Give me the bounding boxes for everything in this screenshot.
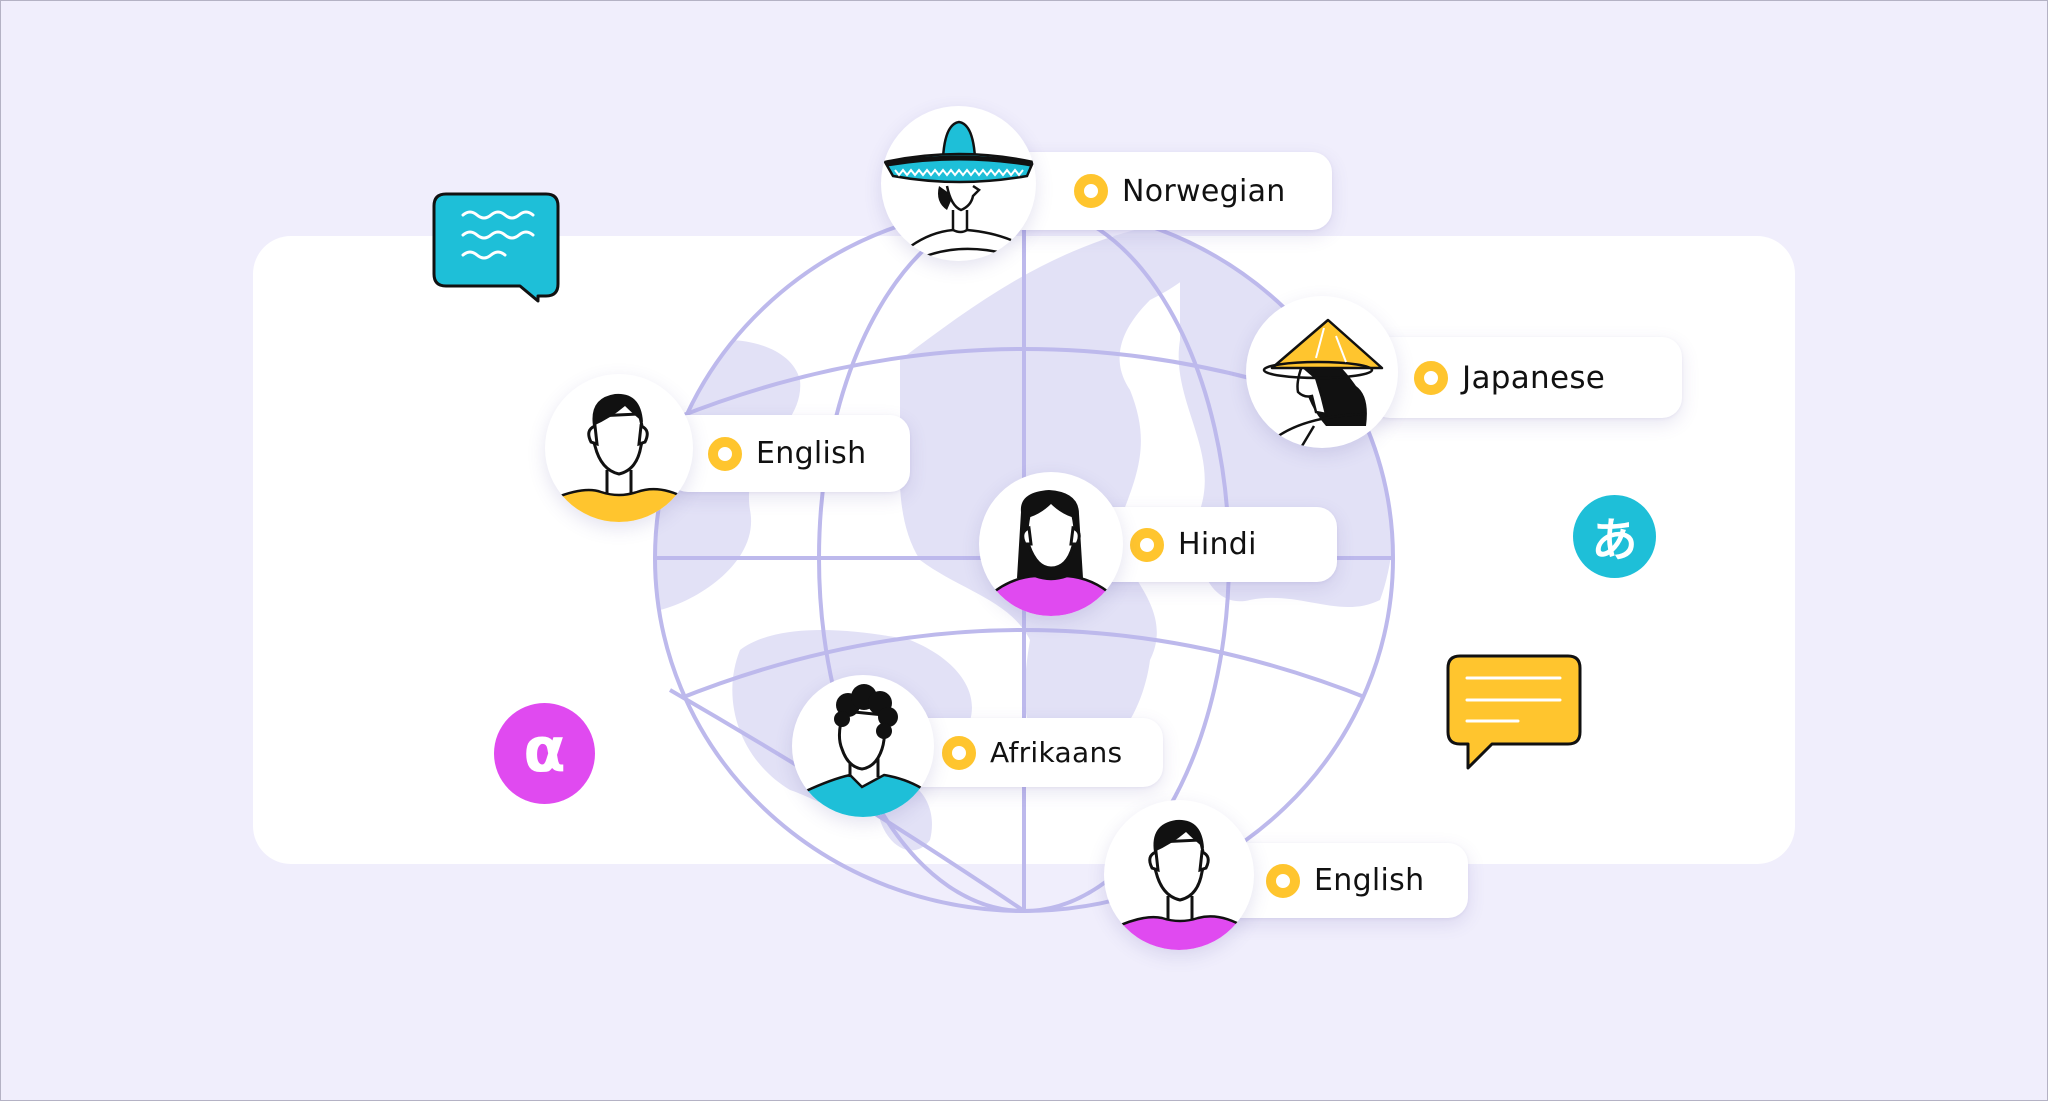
language-tag-japanese: Japanese — [1370, 337, 1682, 418]
person-icon — [553, 393, 687, 522]
alpha-badge: α — [494, 703, 595, 804]
language-label: English — [1314, 863, 1425, 898]
person-icon — [1112, 819, 1248, 950]
status-dot — [1074, 174, 1108, 208]
language-label: English — [756, 436, 867, 471]
chat-bubble-icon — [432, 192, 560, 303]
status-dot — [1414, 360, 1448, 395]
person-sombrero-icon — [883, 120, 1035, 260]
alpha-icon: α — [523, 713, 566, 786]
language-tag-afrikaans: Afrikaans — [900, 718, 1163, 787]
person-conical-hat-icon — [1262, 318, 1384, 447]
person-curly-hair-icon — [804, 684, 928, 817]
avatar-japanese — [1246, 296, 1398, 448]
status-dot — [1130, 527, 1164, 562]
status-dot — [708, 436, 742, 471]
language-tag-hindi: Hindi — [1090, 507, 1337, 582]
status-dot — [1266, 863, 1300, 898]
language-label: Norwegian — [1122, 173, 1286, 209]
language-label: Afrikaans — [990, 736, 1123, 769]
language-label: Hindi — [1178, 527, 1257, 562]
hiragana-icon: あ — [1591, 512, 1638, 567]
avatar-afrikaans — [792, 675, 934, 817]
status-dot — [942, 735, 976, 770]
language-tag-norwegian: Norwegian — [1000, 152, 1332, 230]
language-tag-english: English — [668, 415, 910, 492]
avatar-hindi — [979, 472, 1123, 616]
hiragana-badge: あ — [1573, 495, 1656, 578]
person-icon — [987, 490, 1115, 616]
language-tag-english: English — [1220, 843, 1468, 918]
avatar-english — [1104, 800, 1254, 950]
avatar-english — [545, 374, 693, 522]
avatar-norwegian — [881, 106, 1036, 261]
language-label: Japanese — [1462, 359, 1606, 396]
chat-bubble-icon — [1446, 654, 1582, 770]
